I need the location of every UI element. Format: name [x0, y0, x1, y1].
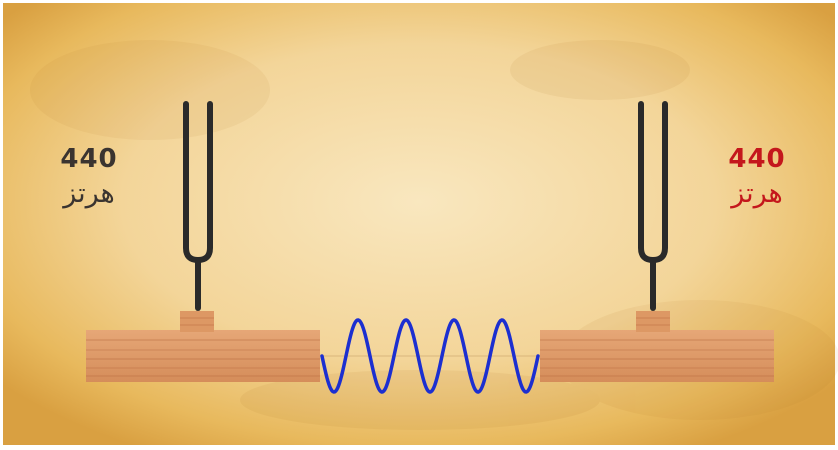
left-wood-block — [86, 311, 320, 382]
right-frequency-unit: هرتز — [731, 178, 783, 209]
left-frequency-value: 440 — [60, 144, 118, 174]
left-tuning-fork — [183, 101, 213, 311]
left-frequency-unit: هرتز — [63, 178, 115, 209]
right-frequency-label: 440 هرتز — [712, 146, 802, 207]
right-wood-block — [540, 311, 774, 382]
sound-wave — [320, 318, 540, 394]
right-tuning-fork — [638, 101, 668, 311]
left-frequency-label: 440 هرتز — [44, 146, 134, 207]
right-frequency-value: 440 — [728, 144, 786, 174]
